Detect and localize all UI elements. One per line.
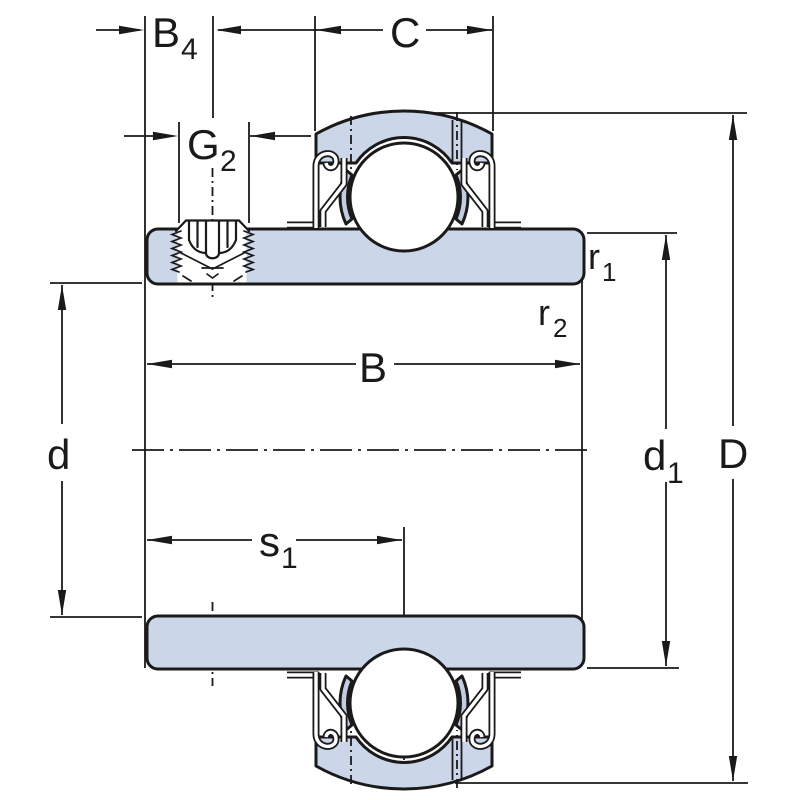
inner-ring-lower xyxy=(145,614,586,671)
c-arrow-right xyxy=(467,25,492,35)
lubrication-hole xyxy=(451,120,463,163)
d-arrow-top xyxy=(57,285,67,310)
screw-top-chamfer xyxy=(174,219,251,233)
label-D: D xyxy=(718,430,748,477)
c-arrow-left xyxy=(316,25,341,35)
label-d: d xyxy=(47,431,70,478)
b-arrow-right xyxy=(555,359,580,369)
D-arrow-bottom xyxy=(728,756,738,781)
label-b4-sub: 4 xyxy=(181,33,198,66)
d1-arrow-bottom xyxy=(661,641,671,666)
seal-left xyxy=(287,150,348,229)
thread-zigzag-right xyxy=(241,230,256,273)
bearing-assembly-upper xyxy=(287,109,521,253)
extension-lines xyxy=(50,16,748,784)
b4-arrow-right xyxy=(216,25,241,35)
d-arrow-bottom xyxy=(57,590,67,615)
g2-arrow-left xyxy=(153,131,178,141)
b4-arrow-left xyxy=(119,25,144,35)
label-d1-sub: 1 xyxy=(667,457,684,490)
g2-arrow-right xyxy=(250,131,275,141)
D-arrow-top xyxy=(728,115,738,140)
thread-zigzag-left xyxy=(169,230,184,273)
label-r2: r xyxy=(538,292,550,333)
seal-right xyxy=(460,150,521,229)
screw-point-cone xyxy=(180,252,245,282)
ball xyxy=(348,141,460,253)
label-r1-sub: 1 xyxy=(602,257,616,287)
label-r1: r xyxy=(588,236,600,277)
b-arrow-left xyxy=(147,359,172,369)
grub-screw xyxy=(169,219,256,283)
bearing-parts xyxy=(145,109,586,789)
arrowheads xyxy=(57,25,738,781)
label-g2: G xyxy=(187,121,220,168)
screw-top-chamfer-fill xyxy=(176,220,249,231)
s1-arrow-right xyxy=(377,535,402,545)
dimensions xyxy=(57,25,738,781)
label-d1: d xyxy=(643,432,666,479)
label-r2-sub: 2 xyxy=(553,313,567,343)
label-g2-sub: 2 xyxy=(220,145,237,178)
label-c: C xyxy=(390,9,420,56)
label-b: B xyxy=(359,344,387,391)
label-s1: s xyxy=(259,518,280,565)
hex-socket xyxy=(187,219,238,260)
dimension-lines xyxy=(61,29,734,781)
s1-arrow-left xyxy=(147,535,172,545)
label-s1-sub: 1 xyxy=(281,542,298,575)
label-b4: B xyxy=(152,9,180,56)
d1-arrow-top xyxy=(661,235,671,260)
dimension-labels: B 4 C G 2 r 1 r 2 B d s 1 d 1 D xyxy=(47,9,748,575)
